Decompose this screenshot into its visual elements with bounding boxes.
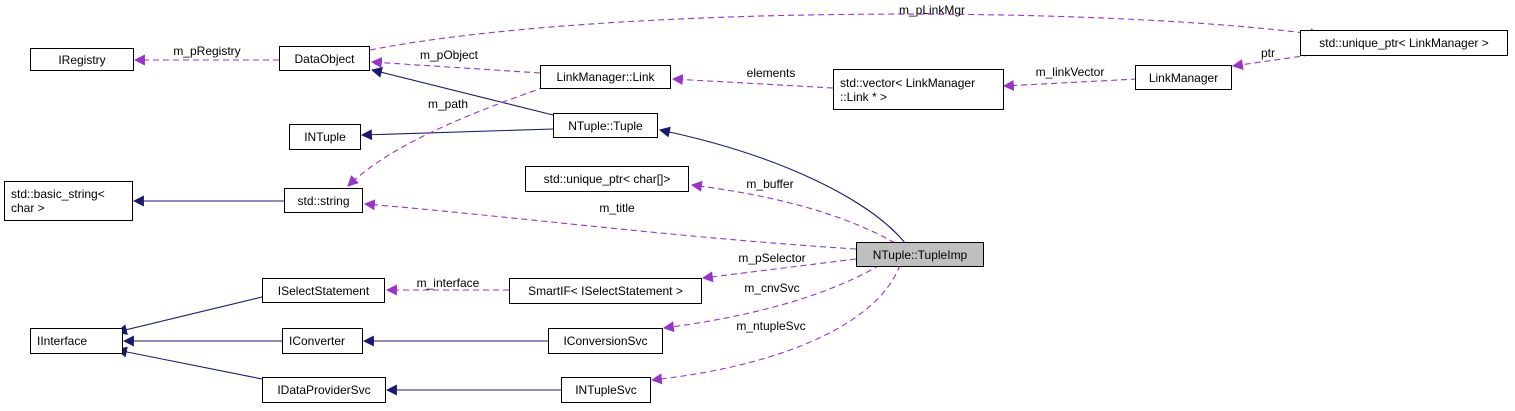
node-std-vector-link[interactable]: std::vector< LinkManager ::Link * > [833, 69, 1004, 110]
node-basic-string-line2: char > [11, 201, 45, 215]
label-m-pobject: m_pObject [420, 48, 479, 62]
edge-iselect-iinterface [115, 296, 263, 336]
node-linkmanager-label: LinkManager [1148, 70, 1219, 85]
node-intuple[interactable]: INTuple [289, 124, 361, 150]
node-smartif-iselectstatement-label: SmartIF< ISelectStatement > [528, 284, 683, 298]
node-iconversionsvc-label: IConversionSvc [563, 334, 648, 348]
node-iconversionsvc[interactable]: IConversionSvc [548, 328, 663, 354]
node-std-vector-link-line2: ::Link * > [840, 89, 888, 104]
edge-link-string [347, 86, 546, 187]
label-m-path: m_path [428, 97, 468, 111]
node-iselectstatement[interactable]: ISelectStatement [262, 278, 385, 303]
label-m-buffer: m_buffer [746, 177, 793, 191]
node-intuplesvc-label: INTupleSvc [575, 383, 637, 397]
label-m-cnvsvc: m_cnvSvc [744, 281, 799, 295]
node-iinterface-label: IInterface [37, 334, 88, 348]
label-m-plinkmgr: m_pLinkMgr [899, 3, 965, 17]
node-intuple-label: INTuple [304, 130, 346, 144]
node-smartif-iselectstatement[interactable]: SmartIF< ISelectStatement > [509, 278, 702, 304]
node-linkmanager-link-label: LinkManager::Link [556, 70, 655, 84]
label-m-ntuplesvc: m_ntupleSvc [736, 319, 805, 333]
node-iconverter-label: IConverter [289, 334, 346, 348]
label-elements: elements [747, 66, 796, 80]
node-basic-string[interactable]: std::basic_string< char > [4, 181, 133, 221]
node-iregistry-label: IRegistry [58, 52, 106, 67]
node-linkmanager[interactable]: LinkManager [1135, 65, 1232, 90]
node-ntuple-tuple-label: NTuple::Tuple [568, 118, 643, 133]
edge-link-dataobject [370, 57, 541, 74]
edge-tupleimp-string [363, 199, 857, 250]
node-std-string[interactable]: std::string [284, 188, 363, 213]
edge-tupleimp-iconversionsvc [662, 264, 881, 333]
node-dataobject-label: DataObject [294, 51, 355, 66]
edge-tupleimp-smartif [701, 258, 857, 283]
node-ntuple-tuple[interactable]: NTuple::Tuple [553, 113, 658, 138]
edge-dataobject-uniquelinkmgr [369, 13, 1322, 51]
node-iconverter[interactable]: IConverter [282, 328, 363, 354]
label-m-pregistry: m_pRegistry [173, 44, 240, 58]
node-unique-ptr-char[interactable]: std::unique_ptr< char[]> [525, 166, 689, 192]
node-std-string-label: std::string [297, 193, 350, 208]
label-m-linkvector: m_linkVector [1036, 65, 1105, 79]
node-iinterface[interactable]: IInterface [30, 328, 123, 354]
node-ntuple-tupleimp-label: NTuple::TupleImp [872, 247, 968, 262]
node-intuplesvc[interactable]: INTupleSvc [561, 377, 651, 403]
node-dataobject[interactable]: DataObject [279, 46, 370, 71]
label-m-interface: m_interface [417, 276, 480, 290]
node-basic-string-line1: std::basic_string< [11, 187, 105, 201]
node-std-vector-link-line1: std::vector< LinkManager [840, 75, 976, 90]
node-idataprovidersvc-label: IDataProviderSvc [277, 383, 371, 397]
edge-vector-link [671, 74, 834, 89]
node-ntuple-tupleimp[interactable]: NTuple::TupleImp [856, 242, 984, 267]
edge-tupleimp-uniquechar [690, 180, 896, 244]
label-m-title: m_title [599, 201, 635, 215]
edge-tuple-intuple [360, 128, 554, 141]
edge-tupleimp-intuplesvc [650, 264, 901, 385]
edge-uniqueptr-linkmanager [1231, 54, 1311, 71]
label-m-pselector: m_pSelector [738, 251, 805, 265]
node-idataprovidersvc[interactable]: IDataProviderSvc [262, 377, 386, 403]
node-unique-ptr-linkmanager[interactable]: std::unique_ptr< LinkManager > [1300, 30, 1508, 56]
edge-idataprovider-iinterface [115, 346, 263, 380]
node-linkmanager-link[interactable]: LinkManager::Link [540, 65, 671, 89]
edge-linkmanager-vector [1002, 78, 1138, 91]
node-iselectstatement-label: ISelectStatement [277, 283, 370, 298]
node-iregistry[interactable]: IRegistry [30, 48, 134, 71]
node-unique-ptr-char-label: std::unique_ptr< char[]> [543, 172, 671, 186]
label-ptr: ptr [1261, 46, 1275, 60]
edge-tupleimp-tuple [658, 126, 906, 244]
edge-tuple-dataobject [370, 67, 554, 116]
node-unique-ptr-linkmanager-label: std::unique_ptr< LinkManager > [1319, 36, 1489, 50]
